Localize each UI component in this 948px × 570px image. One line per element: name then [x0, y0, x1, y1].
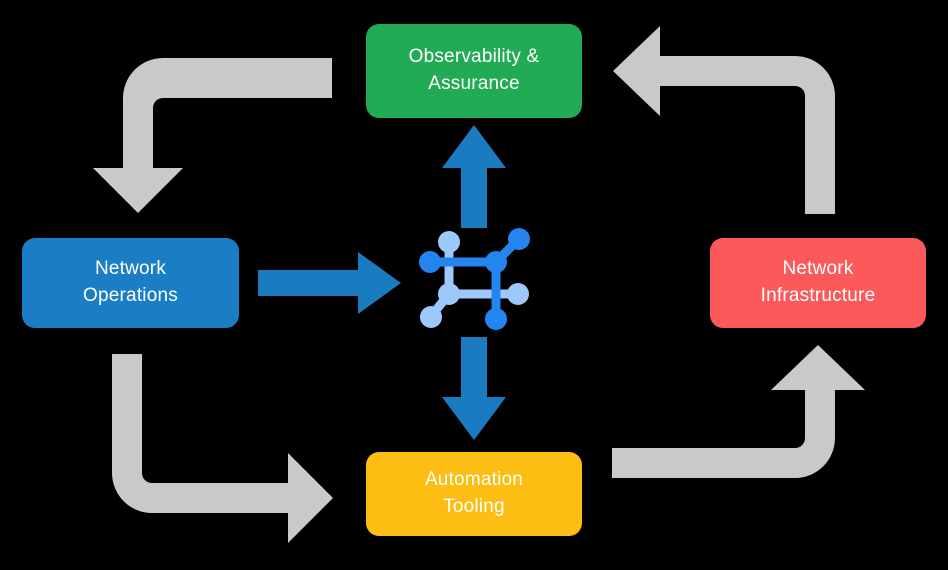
network-icon-dark-nodes — [419, 228, 530, 330]
arrow-automation-to-infrastructure — [612, 345, 865, 478]
node-observability-assurance[interactable]: Observability & Assurance — [366, 24, 582, 118]
arrow-center-to-automation — [442, 337, 506, 440]
arrow-operations-to-center — [258, 252, 401, 314]
node-infrastructure-label: Network Infrastructure — [760, 258, 876, 306]
network-topology-icon — [419, 228, 530, 330]
arrow-infrastructure-to-observability — [613, 26, 835, 214]
arrow-operations-to-automation — [112, 354, 333, 543]
node-network-infrastructure[interactable]: Network Infrastructure — [710, 238, 926, 328]
arrow-observability-to-operations — [93, 58, 332, 213]
node-automation-tooling[interactable]: Automation Tooling — [366, 452, 582, 536]
network-icon-light-nodes — [420, 231, 529, 328]
node-observability-label: Observability & Assurance — [408, 46, 540, 94]
node-automation-label: Automation Tooling — [424, 469, 524, 517]
node-operations-label: Network Operations — [83, 258, 178, 306]
arrow-center-to-observability — [442, 125, 506, 228]
node-network-operations[interactable]: Network Operations — [22, 238, 239, 328]
